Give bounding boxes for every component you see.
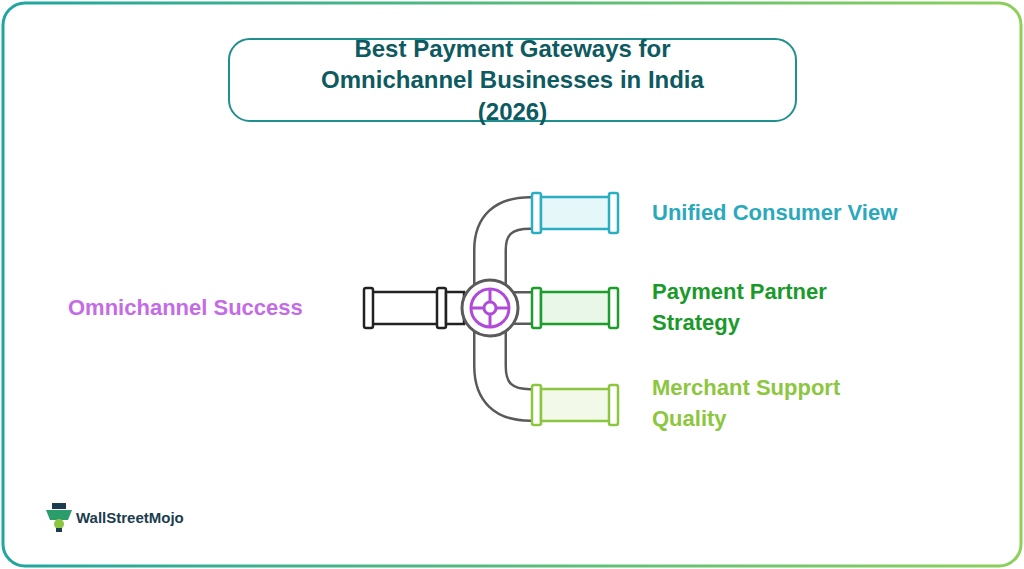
title-text: Best Payment Gateways for Omnichannel Bu… [293, 33, 733, 127]
title-box: Best Payment Gateways for Omnichannel Bu… [228, 38, 797, 122]
goal-label: Omnichannel Success [68, 293, 303, 324]
branch-label: Payment Partner Strategy [652, 277, 867, 339]
branch-label: Unified Consumer View [652, 198, 897, 229]
watermark: WallStreetMojo [76, 507, 184, 528]
branch-label: Merchant Support Quality [652, 373, 867, 435]
